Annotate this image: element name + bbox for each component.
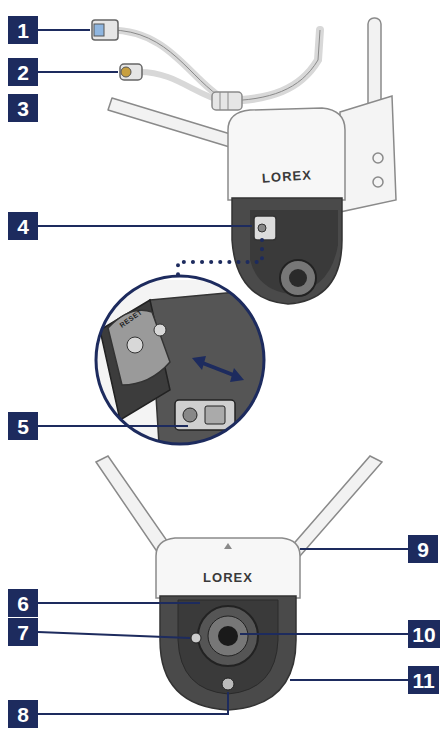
callout-box: 3: [8, 94, 38, 122]
callout-number: 3: [17, 98, 29, 119]
callout-number: 7: [17, 622, 29, 643]
callout-box: 5: [8, 412, 38, 440]
callout-box: 7: [8, 618, 38, 646]
callout-number: 9: [417, 539, 429, 560]
callout-box: 2: [8, 58, 38, 86]
callout-box: 1: [8, 16, 38, 44]
brand-logo: LOREX: [262, 168, 313, 184]
callout-box: 6: [8, 589, 38, 617]
callout-box: 10: [408, 620, 440, 648]
callout-number: 4: [17, 216, 29, 237]
callout-number: 2: [17, 62, 29, 83]
callout-number: 8: [17, 704, 29, 725]
callout-number: 6: [17, 593, 29, 614]
callout-box: 8: [8, 700, 38, 728]
callout-number: 1: [17, 20, 29, 41]
callout-box: 9: [408, 535, 438, 563]
callout-box: 11: [408, 666, 439, 694]
callout-number: 11: [412, 670, 434, 691]
callout-number: 10: [412, 624, 435, 645]
callout-number: 5: [17, 416, 29, 437]
brand-logo: LOREX: [203, 571, 253, 584]
callout-box: 4: [8, 212, 38, 240]
